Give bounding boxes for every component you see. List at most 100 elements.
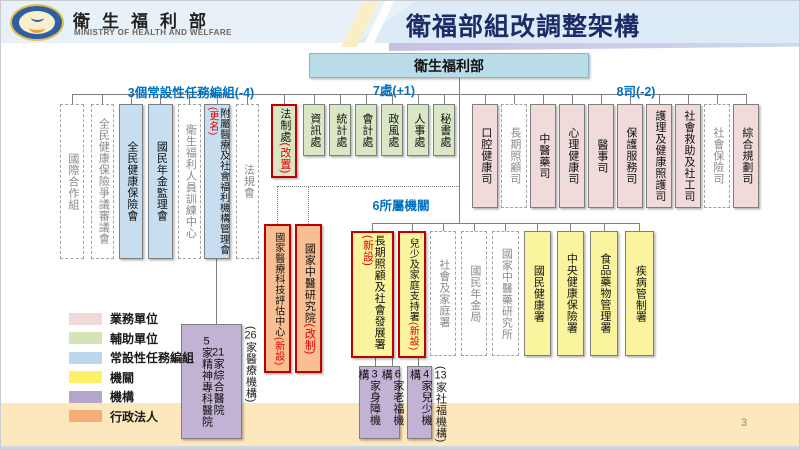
- vertical-text: 衛生福利人員訓練中心: [184, 124, 197, 239]
- vertical-text: 國民年金局: [468, 264, 481, 323]
- connector-line: [717, 94, 718, 104]
- ministry-name-zh: 衛生福利部: [73, 12, 218, 31]
- org-box-institution: 4家兒少機構: [407, 366, 432, 439]
- legend-row: 輔助單位: [69, 329, 194, 349]
- vertical-text: 人事處: [412, 112, 425, 148]
- org-box-taskforce: 全民健康保險爭議審議會: [91, 104, 114, 259]
- connector-line: [314, 94, 315, 104]
- change-note: (改制): [303, 323, 316, 355]
- org-box-department: 醫事司: [588, 104, 614, 208]
- vertical-text: 全民健康保險會: [125, 141, 138, 222]
- org-box-department: 心理健康司: [559, 104, 585, 208]
- connector-line: [543, 94, 544, 104]
- connector-line: [366, 94, 367, 104]
- org-box-division: 統計處: [329, 104, 351, 156]
- vertical-text: 社會保險司: [711, 127, 724, 185]
- org-box-taskforce: 法規會: [236, 104, 259, 259]
- vertical-text: 社會救助及社工司: [682, 110, 695, 202]
- org-box-agency: 國家中醫藥研究所: [492, 231, 519, 356]
- org-box-division: 人事處: [407, 104, 429, 156]
- legend-label: 機構: [110, 390, 135, 405]
- page-number: 3: [741, 417, 748, 429]
- vertical-text: 國家中醫藥研究所: [500, 247, 513, 340]
- vertical-text: 21家綜合醫院: [212, 347, 225, 416]
- moh-logo: [10, 4, 64, 41]
- group-label-departments: 8司(-2): [616, 85, 656, 99]
- vertical-text: 口腔健康司: [479, 127, 492, 185]
- org-box-department: 中醫藥司: [530, 104, 556, 208]
- org-box-taskforce: 附屬醫療及社會福利機構管理會(更名): [204, 104, 230, 259]
- connector-line: [102, 94, 103, 104]
- connector-line: [217, 94, 218, 104]
- vertical-text: 醫事司: [595, 138, 608, 174]
- vertical-text: 秘書處: [438, 112, 451, 148]
- connector-line: [340, 94, 341, 104]
- logo-glyph-gold: [29, 22, 45, 33]
- org-box-agency: 國民年金局: [461, 231, 487, 356]
- org-box-department: 保護服務司: [617, 104, 643, 208]
- connector-line: [277, 186, 278, 224]
- connector-line: [412, 223, 413, 231]
- org-box-agency: 長期照顧及社會發展署(新設): [351, 231, 394, 358]
- vertical-text: 6家老福機構: [380, 369, 404, 426]
- org-box-taskforce: 國民年金監理會: [148, 104, 173, 259]
- change-note: (新設): [272, 336, 284, 366]
- vertical-text: 附屬醫療及社會福利機構管理會: [217, 108, 229, 255]
- connector-line: [308, 186, 309, 224]
- org-box-agency: 中央健康保險署: [557, 231, 584, 356]
- org-box-agency: 疾病管制署: [625, 231, 654, 356]
- logo-glyph-blue: [30, 13, 44, 22]
- vertical-text: 綜合規劃司: [740, 127, 753, 185]
- legend-swatch: [69, 410, 102, 423]
- connector-line: [505, 223, 506, 231]
- vertical-text: 國民年金監理會: [155, 141, 168, 222]
- connector-line: [131, 94, 132, 104]
- connector-line: [392, 94, 393, 104]
- vertical-text: 資訊處: [308, 112, 321, 148]
- legend-swatch: [69, 390, 102, 403]
- legend-label: 機關: [110, 370, 135, 385]
- vertical-text: 5: [203, 335, 210, 347]
- vertical-text: 長期照顧及社會發展署(新設): [361, 235, 386, 350]
- connector-line: [284, 94, 285, 104]
- vertical-text: 政風處: [386, 112, 399, 148]
- connector-line: [247, 94, 248, 104]
- vertical-text: 食品藥物管理署: [598, 253, 611, 334]
- vertical-text: 社會及家庭署: [437, 259, 450, 328]
- change-note: (更名): [207, 107, 218, 136]
- legend-row: 機關: [69, 368, 194, 388]
- connector-line: [459, 78, 460, 223]
- legend-swatch: [69, 351, 102, 364]
- moh-logo-center: [19, 11, 55, 34]
- org-box-division: 資訊處: [303, 104, 325, 156]
- legend-swatch: [69, 371, 102, 384]
- change-note: (新設): [361, 235, 374, 267]
- connector-line: [72, 94, 73, 104]
- vertical-text: 4家兒少機構: [408, 369, 433, 426]
- org-box-taskforce: 國際合作組: [60, 104, 84, 259]
- vertical-text: 國家醫療科技評估中心(新設): [272, 231, 284, 366]
- group-label-divisions: 7處(+1): [372, 84, 416, 98]
- legend-swatch: [69, 332, 102, 345]
- connector-line: [514, 94, 515, 104]
- legend-swatch: [69, 312, 102, 325]
- org-box-department: 口腔健康司: [472, 104, 498, 208]
- org-box-department: 長期照顧司: [501, 104, 527, 208]
- legend: 業務單位輔助單位常設性任務編組機關機構行政法人: [69, 309, 194, 426]
- legend-row: 行政法人: [69, 407, 194, 427]
- connector-line: [474, 223, 475, 231]
- connector-line: [372, 223, 640, 224]
- vertical-text: 長期照顧司: [508, 127, 521, 185]
- connector-line: [443, 223, 444, 231]
- vertical-text: 保護服務司: [624, 127, 637, 185]
- connector-line: [601, 94, 602, 104]
- bottom-tan-band: [1, 403, 799, 446]
- connector-line: [570, 223, 571, 231]
- org-box-division: 會計處: [355, 104, 377, 156]
- connector-line: [485, 94, 486, 104]
- connector-line: [604, 223, 605, 231]
- connector-line: [375, 358, 376, 366]
- legend-label: 輔助單位: [110, 331, 159, 346]
- vertical-text: 3: [371, 369, 378, 380]
